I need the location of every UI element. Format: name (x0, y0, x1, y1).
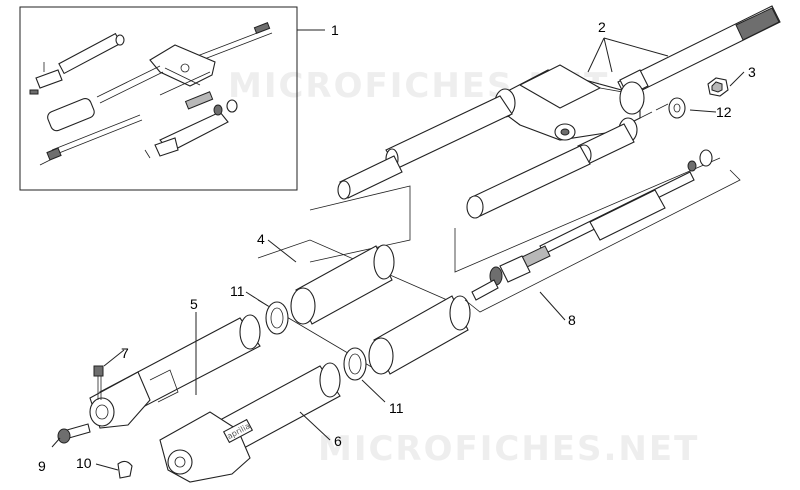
callout-5: 5 (190, 296, 198, 312)
inset-complete-fork (19, 6, 298, 191)
callout-12: 12 (716, 104, 732, 120)
callout-11-left: 11 (230, 283, 245, 299)
callout-4: 4 (257, 231, 265, 247)
part-seal-right (343, 347, 367, 381)
part-seal-left (265, 301, 289, 335)
leader-lines (51, 29, 745, 471)
callout-1: 1 (331, 22, 339, 38)
callout-3: 3 (748, 64, 756, 80)
part-cap-nut (117, 460, 133, 479)
callout-2: 2 (598, 19, 606, 35)
part-washer (668, 97, 686, 119)
callout-11-right: 11 (389, 400, 404, 416)
part-right-stanchion-upper (466, 123, 635, 219)
part-nut (707, 77, 729, 97)
part-left-stanchion-upper (337, 95, 513, 200)
part-tube-bushings (257, 185, 471, 375)
watermark-bottom: MICROFICHES.NET (318, 429, 699, 469)
part-right-slider: aprilia (159, 362, 341, 483)
part-damper-cartridge (454, 149, 741, 313)
callout-7: 7 (121, 345, 129, 361)
part-left-slider (89, 314, 261, 429)
callout-9: 9 (38, 458, 46, 474)
part-bolt-9 (57, 423, 91, 444)
callout-10: 10 (76, 455, 92, 471)
part-steering-crown (494, 5, 781, 143)
part-bolt-7 (93, 365, 104, 400)
callout-6: 6 (334, 433, 342, 449)
callout-8: 8 (568, 312, 576, 328)
